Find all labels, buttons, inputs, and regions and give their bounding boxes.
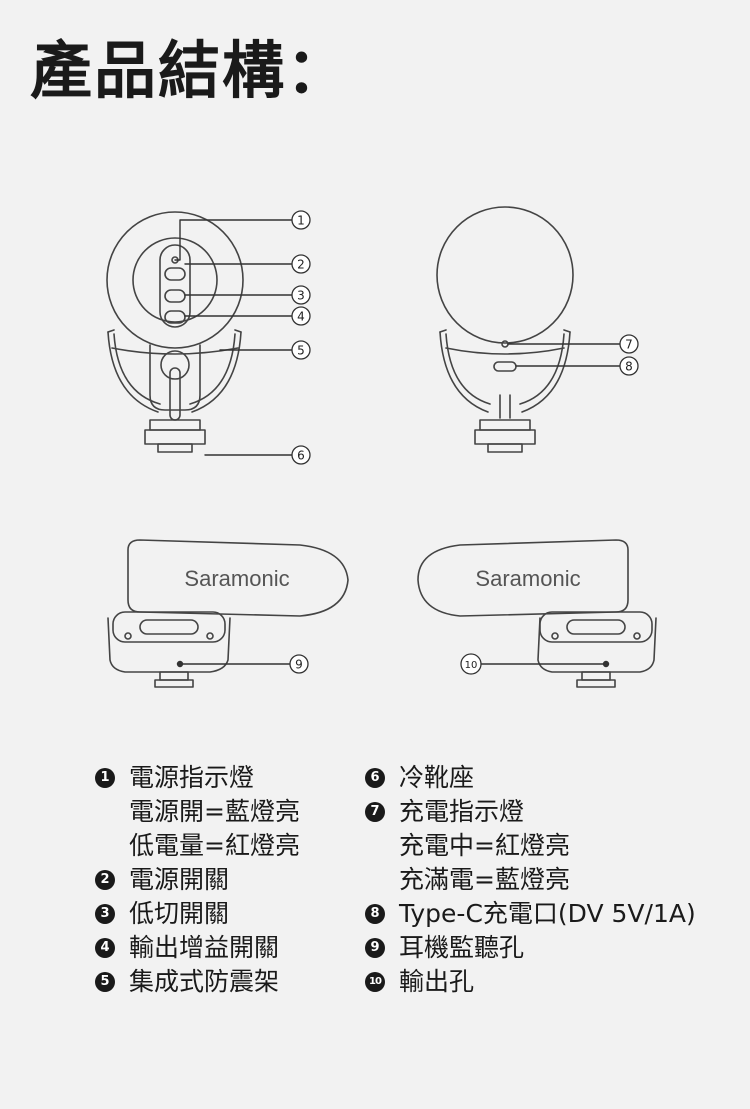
callout-5: 5	[291, 340, 311, 360]
legend-text: 低切開關	[129, 899, 230, 928]
legend-item: 8 Type-C充電口(DV 5V/1A)	[365, 897, 696, 931]
legend-item: 1 電源指示燈電源開=藍燈亮低電量=紅燈亮	[95, 761, 300, 863]
legend-number-badge: 2	[95, 870, 115, 890]
svg-text:10: 10	[465, 660, 478, 671]
front-view-microphone	[106, 211, 244, 453]
legend-number-badge: 4	[95, 938, 115, 958]
legend-item: 2 電源開關	[95, 863, 300, 897]
legend-item: 9 耳機監聽孔	[365, 931, 696, 965]
side-view-right-microphone	[417, 539, 657, 688]
legend-text: 冷靴座	[399, 763, 475, 792]
legend-text: 充滿電=藍燈亮	[399, 865, 570, 894]
legend-number-badge: 10	[365, 972, 385, 992]
callout-6: 6	[291, 445, 311, 465]
callout-7: 7	[619, 334, 639, 354]
legend-number-badge: 5	[95, 972, 115, 992]
svg-text:4: 4	[297, 310, 305, 324]
callout-9: 9	[289, 654, 309, 674]
callout-4: 4	[291, 306, 311, 326]
legend-text: 輸出孔	[399, 967, 475, 996]
legend-text: 充電中=紅燈亮	[399, 831, 570, 860]
legend-item: 3 低切開關	[95, 897, 300, 931]
svg-text:9: 9	[295, 658, 303, 672]
legend-item: 4 輸出增益開關	[95, 931, 300, 965]
legend-text: Type-C充電口(DV 5V/1A)	[399, 899, 696, 928]
legend-item: 10 輸出孔	[365, 965, 696, 999]
page-title: 產品結構：	[30, 34, 351, 107]
legend-text: 集成式防震架	[129, 967, 280, 996]
svg-text:1: 1	[297, 214, 305, 228]
callout-8: 8	[619, 356, 639, 376]
legend-text: 充電指示燈	[399, 797, 525, 826]
legend-text: 電源開關	[129, 865, 230, 894]
callout-1: 1	[291, 210, 311, 230]
legend-text: 電源開=藍燈亮	[129, 797, 300, 826]
legend-item: 6 冷靴座	[365, 761, 696, 795]
legend-text: 電源指示燈	[129, 763, 255, 792]
legend-text: 輸出增益開關	[129, 933, 280, 962]
legend-item: 7 充電指示燈充電中=紅燈亮充滿電=藍燈亮	[365, 795, 696, 897]
svg-text:7: 7	[625, 338, 633, 352]
legend-number-badge: 8	[365, 904, 385, 924]
brand-label-right: Saramonic	[475, 566, 580, 591]
back-view-microphone	[436, 206, 574, 453]
legend-item: 5 集成式防震架	[95, 965, 300, 999]
leader-lines	[174, 219, 621, 668]
legend-number-badge: 9	[365, 938, 385, 958]
legend-number-badge: 1	[95, 768, 115, 788]
product-structure-diagram: Saramonic Saramonic 1 2 3 4 5 6 7 8 9 10	[106, 206, 657, 688]
legend-right: 6 冷靴座 7 充電指示燈充電中=紅燈亮充滿電=藍燈亮 8 Type-C充電口(DV 5V…	[365, 761, 696, 999]
callout-10: 10	[460, 653, 482, 675]
side-view-left-microphone	[107, 539, 349, 688]
brand-label-left: Saramonic	[184, 566, 289, 591]
legend-number-badge: 6	[365, 768, 385, 788]
legend-number-badge: 3	[95, 904, 115, 924]
legend-left: 1 電源指示燈電源開=藍燈亮低電量=紅燈亮 2 電源開關 3 低切開關 4 輸出增益開關 5 集成…	[95, 761, 300, 999]
svg-text:5: 5	[297, 344, 305, 358]
svg-text:6: 6	[297, 449, 305, 463]
legend-text: 耳機監聽孔	[399, 933, 525, 962]
callout-2: 2	[291, 254, 311, 274]
legend-number-badge: 7	[365, 802, 385, 822]
legend-text: 低電量=紅燈亮	[129, 831, 300, 860]
svg-text:8: 8	[625, 360, 633, 374]
svg-text:2: 2	[297, 258, 305, 272]
callout-3: 3	[291, 285, 311, 305]
svg-text:3: 3	[297, 289, 305, 303]
